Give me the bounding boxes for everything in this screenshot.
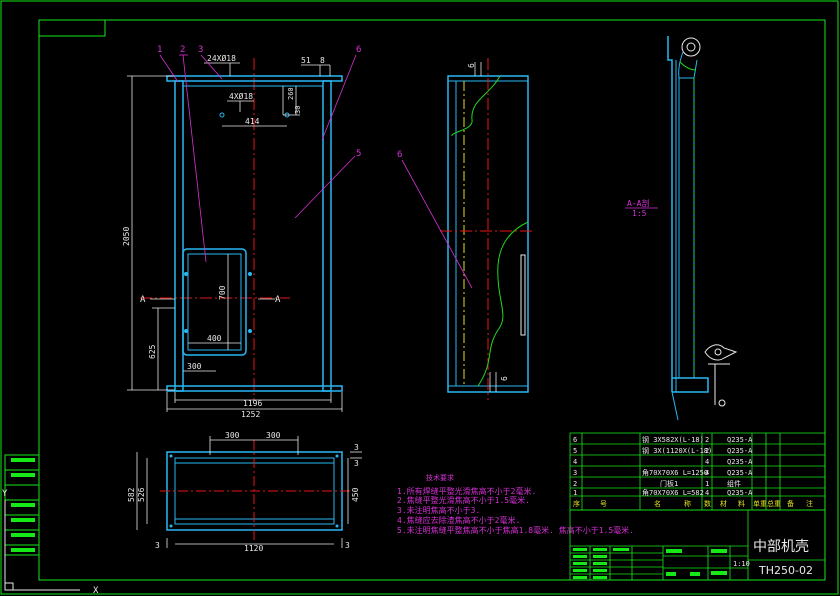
bom-row-6-qty: 2 bbox=[705, 436, 709, 444]
plan-dim-1120: 1120 bbox=[244, 544, 263, 553]
bom-row-5-spec: 钢 3X(1120X(L-18) bbox=[642, 446, 712, 455]
bom-row-3-qty: 4 bbox=[705, 469, 709, 477]
bom-row-4-no: 4 bbox=[573, 458, 577, 466]
plan-dim-526: 526 bbox=[137, 487, 146, 502]
dim-2050: 2050 bbox=[122, 227, 131, 246]
bom-row-3-no: 3 bbox=[573, 469, 577, 477]
dim-51: 51 bbox=[301, 56, 311, 65]
bom-header-total-weight: 总重 bbox=[767, 499, 781, 508]
balloon-6: 6 bbox=[356, 45, 361, 55]
front-view: 1 2 3 6 5 24XØ18 4XØ18 260 30 414 51 8 2… bbox=[122, 45, 361, 419]
title-drawing-no: TH250-02 bbox=[758, 564, 813, 577]
dim-414: 414 bbox=[245, 117, 260, 126]
bom-row-4-mat: Q235-A bbox=[727, 458, 753, 466]
bom-row-1-no: 1 bbox=[573, 489, 577, 497]
dim-8: 8 bbox=[320, 56, 325, 65]
title-block: 中部机壳 TH250-02 1:10 bbox=[569, 509, 826, 581]
plan-dim-300b: 300 bbox=[266, 431, 281, 440]
bom-row-2-no: 2 bbox=[573, 480, 577, 488]
bom-row-2-mat: 组件 bbox=[727, 479, 741, 488]
bom-row-4-qty: 4 bbox=[705, 458, 709, 466]
bom-table: 6 钢 3X582X(L-18) 2 Q235-A 5 钢 3X(1120X(L… bbox=[569, 432, 826, 511]
bom-row-2-spec: 门板1 bbox=[660, 479, 678, 488]
balloon-1: 1 bbox=[157, 45, 162, 55]
section-view-label: A-A剖 bbox=[627, 198, 649, 208]
plan-view: 300 300 582 526 450 3 3 3 3 1120 bbox=[127, 431, 362, 553]
bom-row-6-mat: Q235-A bbox=[727, 436, 753, 444]
ucs-icon: Y X bbox=[2, 489, 99, 596]
side-balloon-6: 6 bbox=[397, 150, 402, 160]
dim-625: 625 bbox=[148, 344, 157, 359]
side-dim-bottom: 6 bbox=[500, 376, 509, 381]
dim-260: 260 bbox=[287, 87, 295, 100]
bom-row-6-no: 6 bbox=[573, 436, 577, 444]
bom-row-1-qty: 4 bbox=[705, 489, 709, 497]
side-view: 6 6 6 bbox=[397, 58, 534, 400]
title-name: 中部机壳 bbox=[753, 538, 809, 555]
dim-holes-top: 24XØ18 bbox=[207, 53, 236, 63]
bom-row-5-qty: 2 bbox=[705, 447, 709, 455]
dim-300: 300 bbox=[187, 362, 202, 371]
plan-dim-3-br: 3 bbox=[345, 541, 350, 550]
bom-header-remark: 备 bbox=[787, 499, 794, 508]
dim-holes-inner: 4XØ18 bbox=[229, 91, 253, 101]
bom-row-3-mat: Q235-A bbox=[727, 469, 753, 477]
bom-row-2-qty: 1 bbox=[705, 480, 709, 488]
bom-header-name: 名 bbox=[654, 499, 661, 508]
note-4: 4.焦缝应去除渣焦高不小于2毫米. bbox=[397, 515, 520, 525]
bom-row-1-mat: Q235-A bbox=[727, 489, 753, 497]
bom-header-qty: 数 bbox=[704, 499, 711, 508]
notes-title: 技术要求 bbox=[426, 473, 454, 482]
bom-row-3-spec: 角70X70X6 L=1250 bbox=[642, 468, 708, 477]
note-3: 3.未注明焦高不小于3. bbox=[397, 505, 480, 515]
ucs-y-label: Y bbox=[2, 489, 8, 499]
bom-header-unit-weight: 单重 bbox=[753, 499, 767, 508]
plan-dim-3-top1: 3 bbox=[354, 443, 359, 452]
ucs-x-label: X bbox=[93, 586, 99, 596]
plan-dim-3-top2: 3 bbox=[354, 459, 359, 468]
balloon-3: 3 bbox=[198, 45, 203, 55]
left-side-block bbox=[4, 454, 40, 556]
note-5: 5.未注明焦缝平整焦高不小于焦高1.8毫米. 焦高不小于1.5毫米. bbox=[397, 525, 634, 535]
dim-400: 400 bbox=[207, 334, 222, 343]
bom-header-seq: 序 bbox=[573, 499, 580, 508]
bom-row-5-mat: Q235-A bbox=[727, 447, 753, 455]
side-dim-top: 6 bbox=[467, 63, 476, 68]
note-2: 2.焦缝平整光滑焦高不小于1.5毫米. bbox=[397, 495, 530, 505]
bom-header-no: 号 bbox=[600, 500, 607, 508]
bom-header-remark2: 注 bbox=[806, 499, 813, 508]
bom-header-name2: 称 bbox=[684, 499, 691, 508]
technical-notes: 技术要求 1.所有焊缝平整光滑焦高不小于2毫米. 2.焦缝平整光滑焦高不小于1.… bbox=[397, 473, 634, 535]
plan-dim-582: 582 bbox=[127, 487, 136, 502]
bom-row-6-spec: 钢 3X582X(L-18) bbox=[642, 435, 704, 444]
bom-header-mat2: 料 bbox=[738, 499, 745, 508]
bom-row-1-spec: 角70X70X6 L=582 bbox=[642, 488, 704, 497]
balloon-5: 5 bbox=[356, 149, 361, 159]
plan-dim-3-bl: 3 bbox=[155, 541, 160, 550]
dim-1196: 1196 bbox=[243, 399, 262, 408]
title-scale: 1:10 bbox=[733, 560, 750, 568]
note-1: 1.所有焊缝平整光滑焦高不小于2毫米. bbox=[397, 486, 536, 496]
dim-700: 700 bbox=[218, 285, 227, 300]
plan-dim-450: 450 bbox=[351, 487, 360, 502]
dim-30: 30 bbox=[294, 106, 302, 114]
bom-row-5-no: 5 bbox=[573, 447, 577, 455]
balloon-2: 2 bbox=[180, 45, 185, 55]
section-mark-left: A bbox=[140, 295, 146, 305]
section-mark-right: A bbox=[275, 295, 281, 305]
section-view: A-A剖 1:5 bbox=[625, 36, 738, 421]
dim-1252: 1252 bbox=[241, 410, 260, 419]
section-view-scale: 1:5 bbox=[632, 209, 647, 218]
bom-header-mat: 材 bbox=[720, 499, 727, 508]
plan-dim-300a: 300 bbox=[225, 431, 240, 440]
